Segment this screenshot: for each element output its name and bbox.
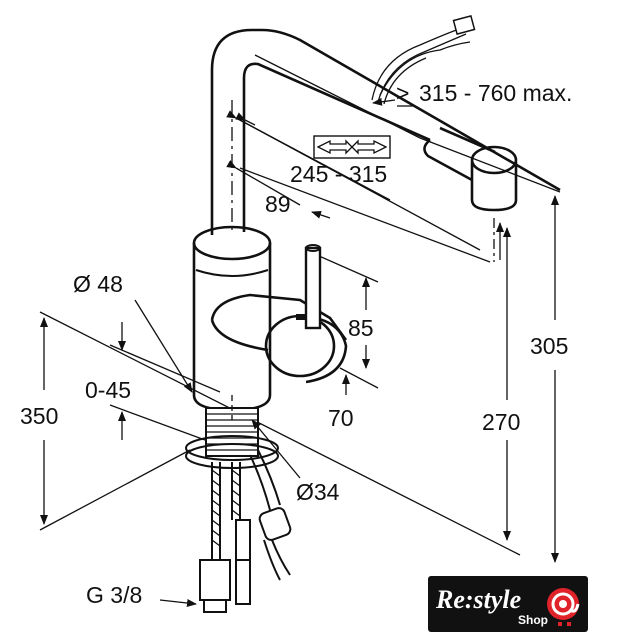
dimension-arrows xyxy=(40,97,559,607)
lever-base-label: 70 xyxy=(328,405,354,431)
body-diameter-label: Ø 48 xyxy=(73,271,123,297)
hose-arc xyxy=(371,14,476,105)
total-height-label: 305 xyxy=(530,333,568,359)
svg-text:Shop: Shop xyxy=(518,613,548,627)
shank-diameter-label: Ø34 xyxy=(296,479,340,505)
hose-reach-prefix: > xyxy=(396,80,409,106)
deck-thickness-label: 0-45 xyxy=(85,377,131,403)
supply-hoses xyxy=(199,449,292,613)
lever-height-label: 85 xyxy=(348,315,374,341)
connection-label: G 3/8 xyxy=(86,582,142,608)
spray-head xyxy=(423,126,518,262)
deck-height-label: 350 xyxy=(20,403,58,429)
lever-offset-label: 89 xyxy=(265,191,291,217)
lever xyxy=(210,244,348,384)
faucet-body xyxy=(192,225,272,412)
svg-text:Re:style: Re:style xyxy=(435,585,521,614)
hose-reach-label: 315 - 760 max. xyxy=(419,80,572,106)
restyle-shop-logo: Re:style Shop xyxy=(428,576,588,632)
shank xyxy=(185,395,279,469)
swivel-range-label: 245 - 315 xyxy=(290,161,387,187)
spout-height-label: 270 xyxy=(482,409,520,435)
swivel-arrows-icon xyxy=(313,135,391,159)
dimension-labels: > 315 - 760 max. 245 - 315 89 Ø 48 85 30… xyxy=(20,80,572,608)
